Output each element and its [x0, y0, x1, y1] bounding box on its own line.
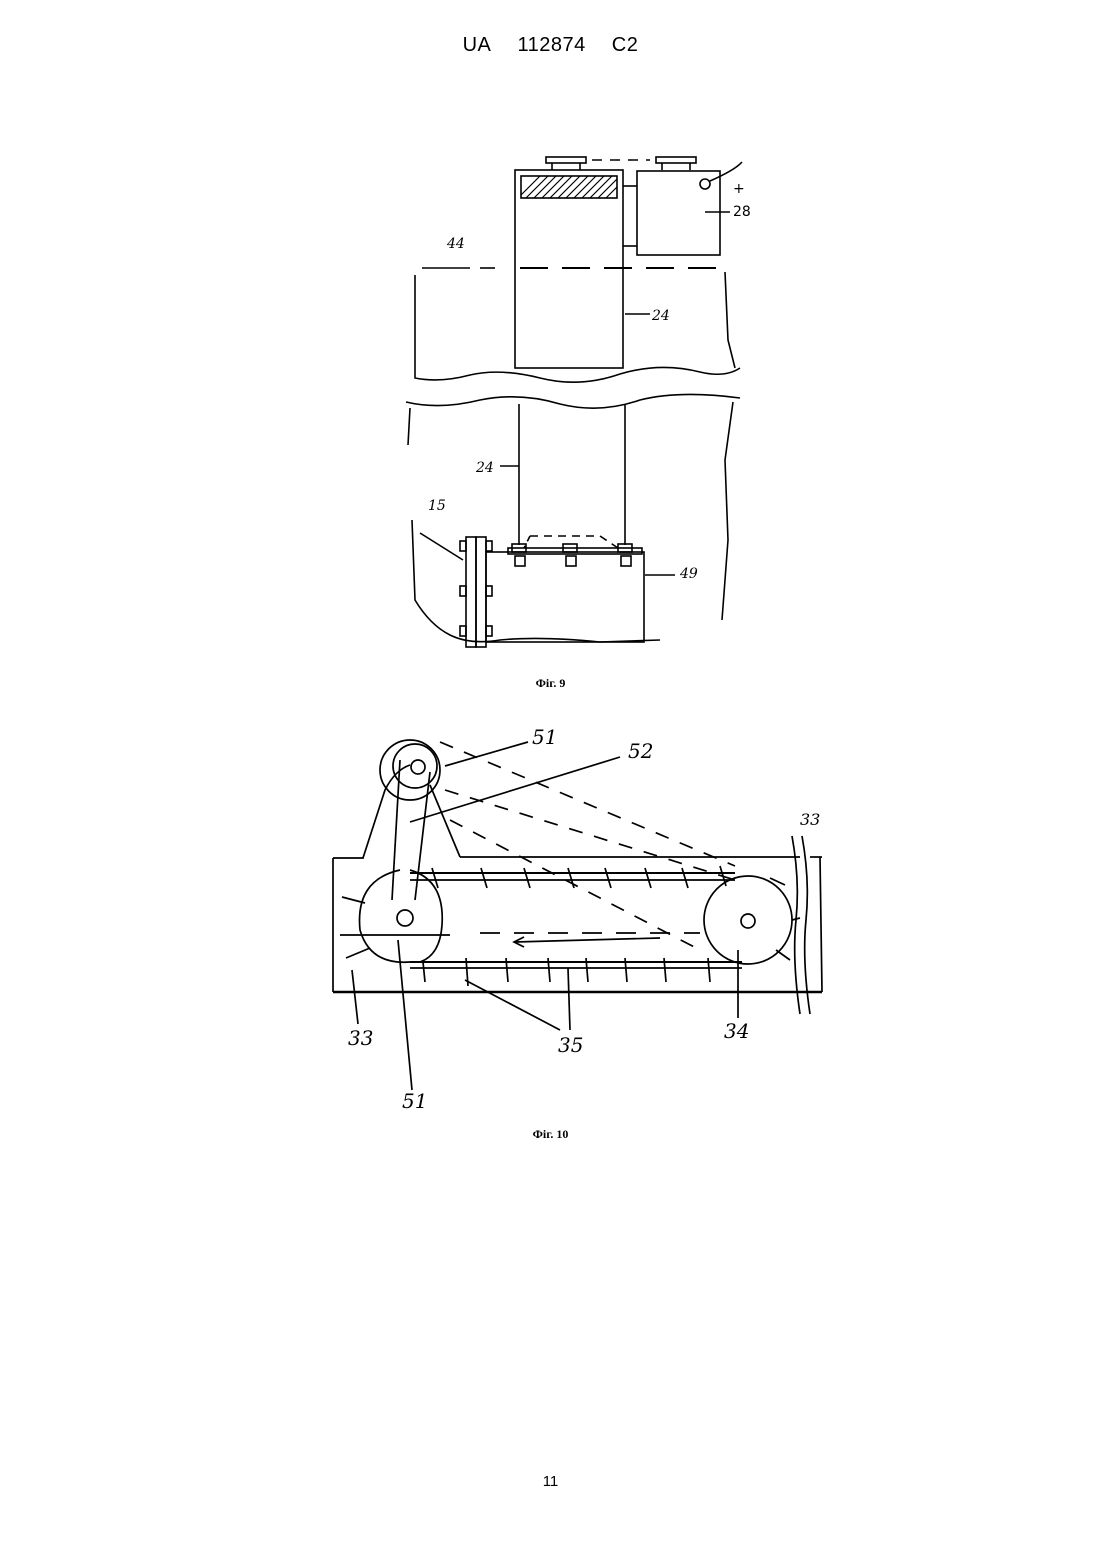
label-34: 34 [724, 1019, 749, 1043]
label-52: 52 [628, 739, 653, 763]
label-33-left: 33 [348, 1026, 373, 1050]
label-35: 35 [558, 1033, 583, 1057]
label-33-right: 33 [800, 810, 820, 829]
label-51-bottom: 51 [402, 1089, 427, 1113]
figure-10-caption: Фіг. 10 [0, 1127, 1101, 1142]
page-number: 11 [0, 1473, 1101, 1490]
label-51-top: 51 [532, 725, 557, 749]
